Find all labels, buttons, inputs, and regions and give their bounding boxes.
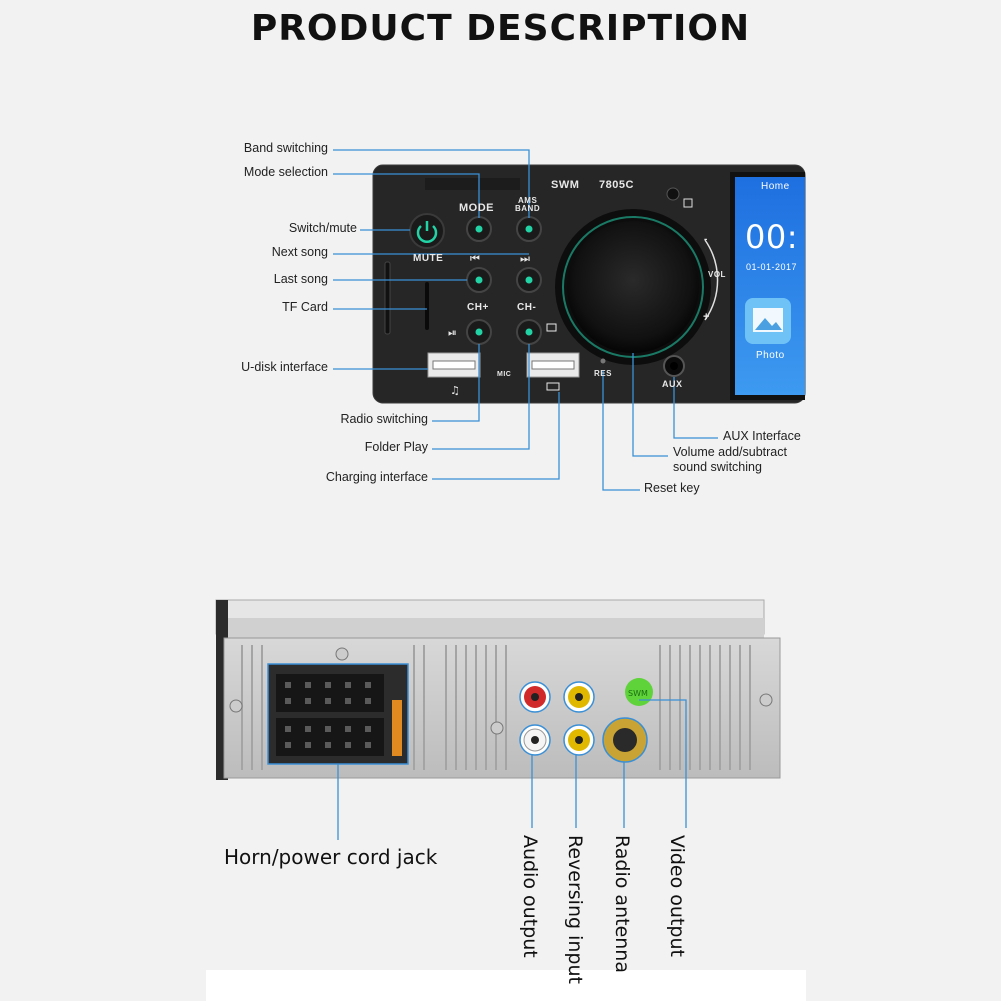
callout-folder-play: Folder Play	[364, 440, 428, 454]
rca-jacks[interactable]	[519, 681, 648, 763]
swm-sticker	[625, 678, 653, 706]
back-panel: SWM	[215, 599, 781, 780]
callout-aux-interface: AUX Interface	[723, 429, 801, 443]
model-left: SWM	[551, 179, 580, 191]
callout-volume-line2: sound switching	[673, 460, 762, 474]
callout-band-switching: Band switching	[243, 141, 328, 155]
callout-charging: Charging interface	[325, 470, 428, 484]
label-horn-power: Horn/power cord jack	[224, 845, 438, 869]
res-label: RES	[594, 369, 612, 378]
vol-minus-label: -	[704, 234, 708, 245]
svg-text:SWM: SWM	[628, 689, 648, 698]
screen-photo-label: Photo	[756, 350, 785, 361]
folder-icon-small	[683, 198, 693, 208]
label-radio-antenna: Radio antenna	[611, 835, 633, 973]
screen	[735, 177, 805, 395]
reset-hole[interactable]	[600, 358, 606, 364]
callout-mode-selection: Mode selection	[243, 165, 328, 179]
screw	[335, 647, 349, 661]
callout-tf-card: TF Card	[282, 300, 328, 314]
mute-label: MUTE	[413, 253, 444, 264]
band-label: BAND	[515, 204, 541, 213]
tf-card-slot	[384, 261, 391, 335]
callout-reset-key: Reset key	[644, 481, 700, 495]
screen-clock: 00:	[745, 218, 798, 256]
front-panel: ⏮ ⏭ ⏯ ♫	[372, 164, 806, 404]
callout-switch-mute: Switch/mute	[288, 221, 357, 235]
front-leader-lines	[333, 149, 718, 491]
page-title: PRODUCT DESCRIPTION	[250, 8, 751, 49]
callout-last-song: Last song	[273, 272, 328, 286]
back-leader-lines	[337, 699, 687, 840]
battery-icon	[546, 382, 560, 391]
label-video-output: Video output	[666, 835, 688, 957]
screen-home-label[interactable]: Home	[761, 181, 790, 192]
next-icon: ⏭	[520, 252, 530, 265]
fuse	[392, 700, 402, 756]
label-audio-output: Audio output	[519, 835, 541, 958]
folder-icon	[546, 323, 557, 332]
model-right: 7805C	[599, 179, 634, 191]
mic-label: MIC	[497, 371, 512, 378]
ch-minus-label: CH-	[517, 302, 537, 313]
callout-volume-line1: Volume add/subtract	[673, 445, 787, 459]
callout-u-disk: U-disk interface	[241, 360, 328, 374]
vol-plus-label: +	[703, 311, 710, 323]
screw	[229, 699, 243, 713]
volume-knob[interactable]	[567, 221, 699, 353]
callout-next-song: Next song	[271, 245, 328, 259]
tf-card-slot-inner	[425, 282, 429, 330]
label-reversing-input: Reversing input	[564, 835, 586, 984]
vol-label: VOL	[708, 270, 726, 279]
screw	[759, 693, 773, 707]
play-pause-icon: ⏯	[448, 326, 457, 339]
ams-label: AMS	[518, 196, 538, 205]
sensor	[666, 187, 680, 201]
music-icon: ♫	[450, 384, 460, 397]
mode-label: MODE	[459, 202, 494, 214]
callout-radio-switching: Radio switching	[340, 412, 428, 426]
previous-icon: ⏮	[470, 252, 480, 265]
screw	[490, 721, 504, 735]
power-icon	[416, 225, 438, 243]
aux-label: AUX	[662, 379, 683, 389]
screen-date: 01-01-2017	[746, 262, 798, 272]
panel-buttons[interactable]	[466, 216, 542, 345]
bottom-strip	[206, 970, 806, 1001]
ch-plus-label: CH+	[467, 302, 489, 313]
